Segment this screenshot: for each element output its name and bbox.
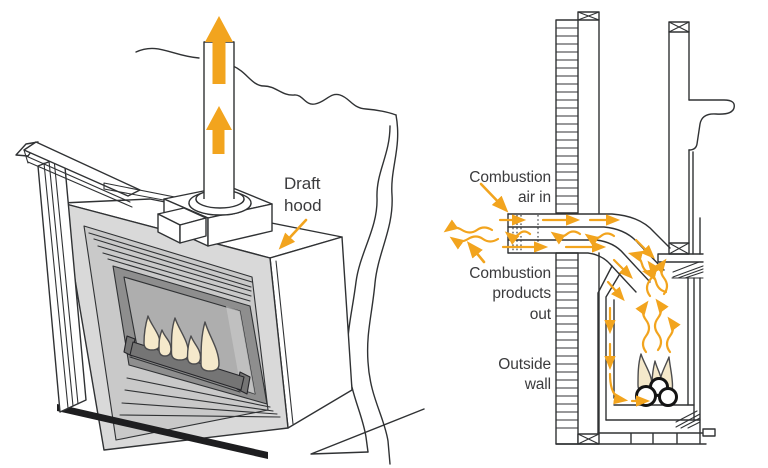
exhaust-up-arrows: [205, 16, 233, 154]
up-arrow-icon: [206, 106, 232, 154]
products-exit-arrow: [449, 235, 500, 250]
base-shadow: [57, 404, 268, 459]
outside-wall-lower: [555, 252, 707, 445]
draft-hood-label: Draft hood: [284, 174, 322, 216]
wall-cutaway-outline: [135, 47, 425, 465]
air-in-pointer-arrow: [479, 182, 509, 213]
log-grate: [123, 335, 251, 395]
mantel-profile: [688, 99, 735, 151]
gas-line-stub: [702, 428, 716, 437]
interior-wall: [657, 21, 735, 279]
products-exit-arrow: [443, 219, 494, 234]
glass-reflection: [226, 306, 255, 394]
left-fireplace-illustration: [15, 16, 425, 465]
firebox-section: [597, 265, 716, 444]
products-out-pointer-arrow: [466, 241, 486, 264]
combustion-products-out-label: Combustion products out: [469, 265, 551, 323]
up-arrow-icon: [205, 16, 233, 84]
outside-wall-label: Outside wall: [498, 356, 551, 394]
combustion-air-in-label: Combustion air in: [469, 169, 551, 207]
draft-hood-pointer-arrow: [278, 218, 308, 250]
masonry-hatch: [675, 410, 701, 429]
outside-wall-upper: [555, 11, 600, 214]
masonry-hatch: [671, 261, 704, 279]
airflow-arrows: [443, 214, 681, 407]
flames: [143, 315, 220, 372]
mantel: [15, 141, 201, 413]
right-cross-section-illustration: [443, 11, 735, 445]
